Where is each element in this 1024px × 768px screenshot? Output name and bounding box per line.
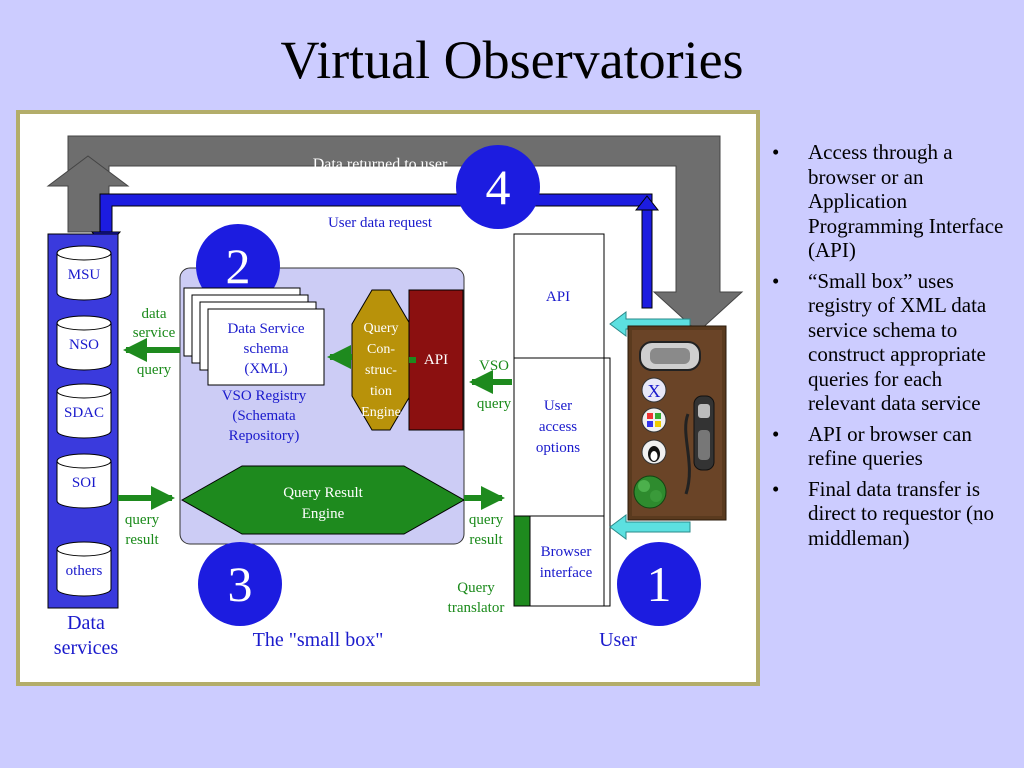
registry-line3: Repository) — [229, 428, 300, 444]
registry-line1: VSO Registry — [222, 388, 307, 404]
bullet-list: Access through a browser or an Applicati… — [770, 140, 1010, 556]
user-data-request-label: User data request — [328, 215, 433, 231]
data-service-label: others — [66, 563, 103, 579]
step-3-badge — [198, 542, 282, 626]
registry-line2: (Schemata — [232, 408, 296, 424]
data-service-label: SOI — [72, 475, 96, 491]
qce-label-line: struc- — [365, 363, 397, 378]
data-service-cylinder: SDAC — [56, 383, 112, 439]
query-result-left-line2: result — [125, 532, 159, 548]
user-data-request-band — [99, 193, 653, 309]
macos-x-glyph: X — [648, 381, 661, 401]
data-services-label-line2: services — [54, 637, 119, 659]
step-4-badge — [456, 145, 540, 229]
user-access-line2: access — [539, 419, 577, 435]
qce-label-line: tion — [370, 384, 392, 399]
data-service-cylinder: MSU — [56, 245, 112, 301]
vso-label: VSO — [479, 358, 509, 374]
query-construction-engine — [351, 289, 411, 431]
user-panel-sidebar — [603, 357, 611, 607]
step-4-number: 4 — [486, 159, 511, 215]
macos-x-icon — [641, 377, 667, 403]
user-access-line3: options — [536, 440, 580, 456]
user-data-request-head-right — [634, 195, 660, 211]
query-result-right-line2: result — [469, 532, 503, 548]
data-service-cylinder: others — [56, 541, 112, 597]
windows-icon — [641, 407, 667, 433]
qce-label-line: Query — [364, 321, 399, 336]
bullet-item: “Small box” uses registry of XML data se… — [770, 269, 1010, 416]
step-1-number: 1 — [647, 556, 672, 612]
query-result-engine-line2: Engine — [302, 506, 345, 522]
data-services-list: MSU NSO SDAC SOI others — [56, 245, 112, 597]
data-service-cylinder: SOI — [56, 453, 112, 509]
vso-api-label: API — [424, 352, 448, 368]
user-device-illustration: X — [627, 325, 727, 521]
query-result-left-line1: query — [125, 512, 160, 528]
bullet-item: Final data transfer is direct to request… — [770, 477, 1010, 551]
schema-line3: (XML) — [244, 361, 287, 377]
data-returned-label: Data returned to user — [313, 156, 448, 173]
data-service-label: SDAC — [64, 405, 104, 421]
mouse-cable — [684, 413, 691, 495]
user-access-line1: User — [544, 398, 572, 414]
schema-line1: Data Service — [227, 321, 304, 337]
data-service-line1: data — [142, 306, 167, 322]
query-result-right-line1: query — [469, 512, 504, 528]
diagram-frame: Data returned to user User data request … — [16, 110, 760, 686]
step-3-number: 3 — [228, 556, 253, 612]
small-box-label: The "small box" — [253, 629, 384, 651]
data-services-label-line1: Data — [67, 612, 105, 634]
data-service-query-label: query — [137, 362, 172, 378]
vso-api-block — [408, 289, 464, 431]
data-service-line2: service — [133, 325, 176, 341]
step-2-number: 2 — [226, 238, 251, 294]
user-api-label: API — [546, 289, 570, 305]
vso-query-label: query — [477, 396, 512, 412]
browser-line2: interface — [540, 565, 593, 581]
slide-title: Virtual Observatories — [280, 30, 744, 90]
step-2-badge — [196, 224, 280, 308]
step-1-badge — [617, 542, 701, 626]
qce-label-line: Con- — [367, 342, 395, 357]
bullet-item: Access through a browser or an Applicati… — [770, 140, 1010, 263]
query-translator-line1: Query — [457, 580, 495, 596]
data-service-cylinder: NSO — [56, 315, 112, 371]
data-service-label: NSO — [69, 337, 99, 353]
bullet-item: API or browser can refine queries — [770, 422, 1010, 471]
browser-line1: Browser — [541, 544, 592, 560]
schema-line2: schema — [244, 341, 289, 357]
data-service-label: MSU — [68, 267, 101, 283]
qce-label-line: Engine — [361, 405, 401, 420]
query-translator-line2: translator — [448, 600, 505, 616]
device-to-browser-arrow — [609, 514, 691, 540]
query-result-engine-line1: Query Result — [283, 485, 363, 501]
query-translator-bar — [513, 515, 531, 607]
vso-architecture-diagram: Data returned to user User data request … — [46, 135, 744, 659]
tree-icon — [633, 475, 667, 509]
user-label: User — [599, 629, 637, 651]
schema-sheet-front — [207, 308, 325, 386]
